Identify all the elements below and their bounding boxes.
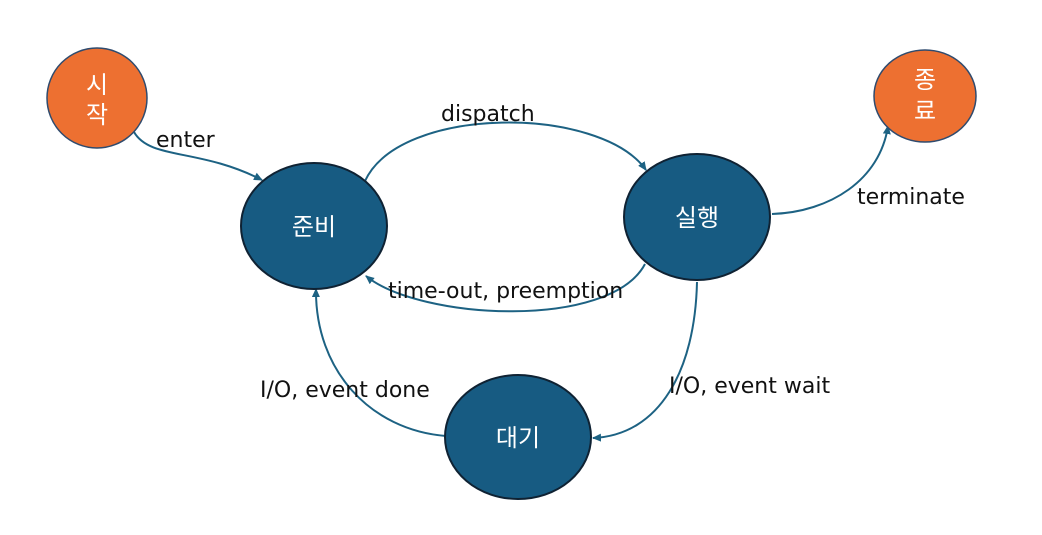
edge-label-enter: enter bbox=[156, 128, 216, 153]
edge-terminate bbox=[771, 125, 891, 215]
start-node-label-line1: 시 bbox=[86, 71, 108, 99]
waiting-node-label: 대기 bbox=[496, 424, 540, 452]
end-node-label-line2: 료 bbox=[914, 97, 936, 125]
end-node: 종 료 bbox=[873, 49, 977, 143]
ready-node-label: 준비 bbox=[292, 213, 336, 241]
edge-label-terminate: terminate bbox=[857, 185, 965, 210]
running-node-label: 실행 bbox=[675, 204, 719, 232]
edge-dispatch bbox=[364, 121, 647, 182]
edge-label-event-done: I/O, event done bbox=[260, 378, 430, 403]
waiting-node: 대기 bbox=[444, 374, 592, 500]
running-node: 실행 bbox=[623, 153, 771, 281]
edge-timeout bbox=[365, 263, 646, 313]
start-node-label-line2: 작 bbox=[86, 101, 108, 129]
edge-label-event-wait: I/O, event wait bbox=[669, 374, 830, 399]
edge-event-done bbox=[311, 288, 447, 437]
edge-enter bbox=[133, 131, 263, 181]
edge-label-timeout: time-out, preemption bbox=[388, 279, 623, 304]
start-node: 시 작 bbox=[46, 47, 148, 149]
ready-node: 준비 bbox=[240, 162, 388, 290]
end-node-label-line1: 종 bbox=[914, 66, 936, 94]
edge-label-dispatch: dispatch bbox=[441, 102, 535, 127]
edge-event-wait bbox=[592, 281, 698, 442]
